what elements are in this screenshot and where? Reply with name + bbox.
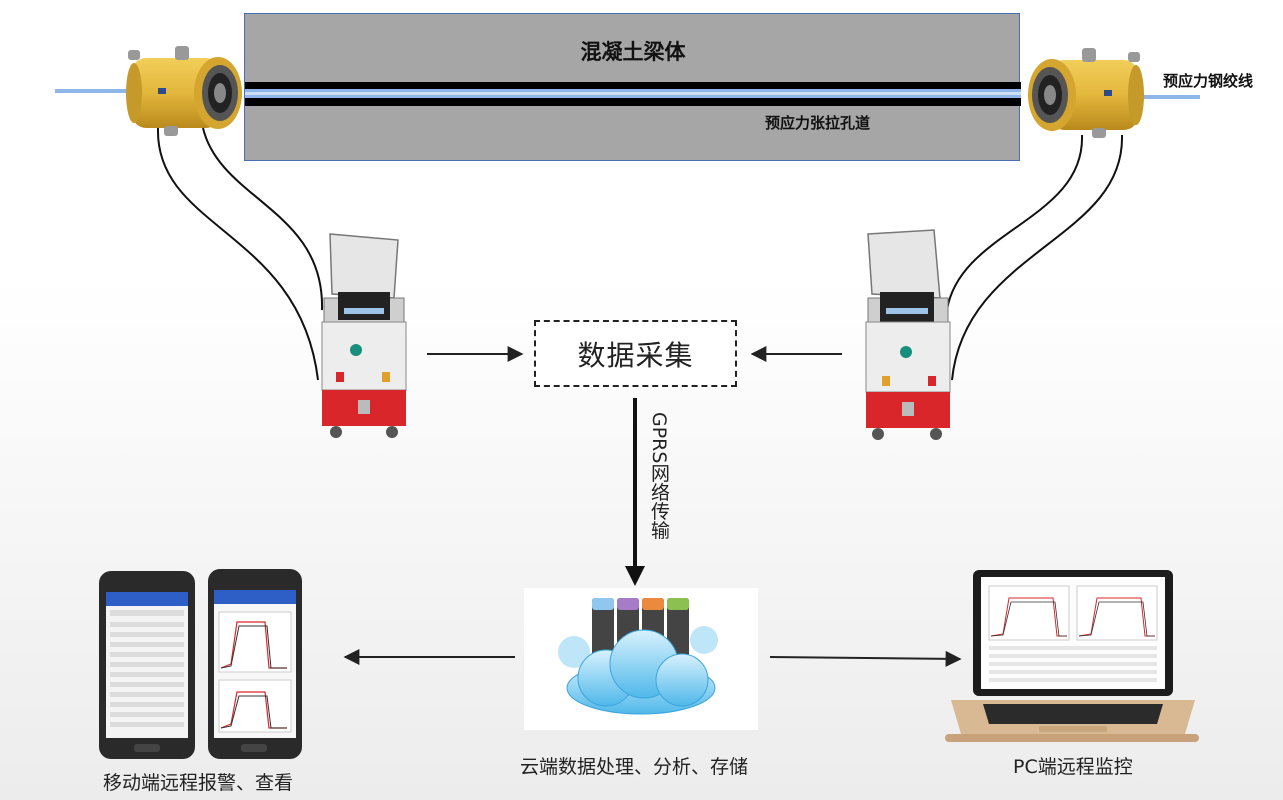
tension-duct [245, 82, 1021, 106]
mobile-caption: 移动端远程报警、查看 [103, 772, 294, 794]
smartphone-icon [99, 571, 195, 759]
gprs-transmission-label: GPRS网络传输 [648, 412, 670, 540]
hydraulic-jack-icon [1028, 48, 1144, 138]
cloud-server-card [524, 588, 758, 730]
strand-label: 预应力钢绞线 [1163, 72, 1254, 90]
tensioning-pump-icon [865, 229, 951, 440]
smartphone-icon [208, 569, 302, 759]
concrete-beam: 混凝土梁体 预应力张拉孔道 [244, 13, 1021, 161]
laptop-icon [945, 570, 1199, 742]
beam-title: 混凝土梁体 [580, 40, 686, 64]
data-collection-label: 数据采集 [577, 338, 694, 372]
tensioning-pump-icon [321, 233, 407, 438]
cloud-server-icon [558, 598, 718, 715]
cloud-caption: 云端数据处理、分析、存储 [520, 756, 749, 778]
data-collection-box: 数据采集 [534, 320, 737, 387]
hydraulic-jack-icon [126, 46, 242, 136]
pc-caption: PC端远程监控 [1013, 756, 1133, 778]
duct-label: 预应力张拉孔道 [765, 114, 871, 132]
